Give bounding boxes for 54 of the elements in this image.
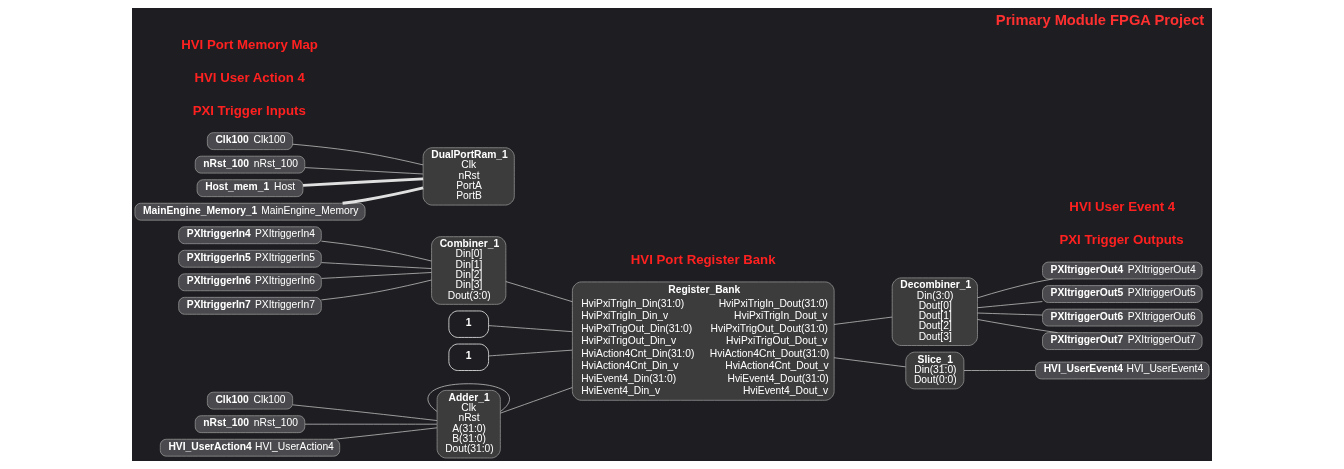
node-box: HVI_UserEvent4 HVI_UserEvent4 (1035, 361, 1210, 380)
label: HVI User Event 4 (1069, 199, 1176, 215)
node-box: PXItriggerOut5 PXItriggerOut5 (1042, 285, 1203, 303)
connector (292, 404, 438, 421)
node-box: Combiner_1 Din[0] Din[1] Din[2] Din[3] Dout(3:0) (431, 236, 507, 305)
connector (505, 281, 573, 303)
diagram-title: Primary Module FPGA Project (995, 11, 1205, 28)
node-box: MainEngine_Memory_1 MainEngine_Memory (134, 202, 366, 221)
connector (833, 357, 906, 368)
connector (302, 177, 424, 187)
connector (304, 423, 438, 425)
connector (977, 312, 1043, 316)
label: PXI Trigger Inputs (192, 102, 306, 118)
node-box: PXItriggerIn7 PXItriggerIn7 (178, 297, 322, 315)
connector (304, 167, 424, 175)
connector (833, 316, 893, 325)
connector (977, 301, 1043, 309)
node-box: Clk100 Clk100 (207, 391, 293, 410)
node-box: Clk100 Clk100 (207, 132, 293, 150)
node-box: Decombiner_1 Din(3:0) Dout[0] Dout[1] Dout[2] Dout[3] (891, 277, 978, 346)
connector (333, 427, 438, 440)
label: HVI Port Register Bank (630, 252, 776, 268)
node-box: PXItriggerIn4 PXItriggerIn4 (178, 226, 322, 245)
connector (321, 262, 432, 269)
node-box: HVI_UserAction4 HVI_UserAction4 (159, 438, 341, 457)
connector (321, 240, 432, 262)
node-box: PXItriggerOut4 PXItriggerOut4 (1042, 261, 1203, 280)
label: HVI Port Memory Map (181, 36, 318, 52)
node-box: Host_mem_1 Host (196, 179, 304, 197)
node-box: PXItriggerIn6 PXItriggerIn6 (178, 273, 322, 292)
node-box: PXItriggerOut7 PXItriggerOut7 (1042, 332, 1203, 350)
connector (488, 349, 573, 357)
node-box: Adder_1 Clk nRst A(31:0) B(31:0) Dout(31:0) (436, 390, 501, 459)
node-box: nRst_100 nRst_100 (194, 155, 306, 174)
node-box: Register_Bank HviPxiTrigIn_Din(31:0) HviPxiTrigIn_Dout(31:0) HviPxiTrigIn_Din_v HviPxiTrigIn_Dout_v HviPxiTrigOut_Din(31:0) HviPxiTrigOut_Dout(31:0) HviPxiTrigOut_Din_v HviPxiTrigOut_Dout_v HviAction4Cnt_Din(31:0) HviAction4Cnt_Dout(31:0) HviAction4Cnt_Din_v HviAction4Cnt_Dout_v HviEvent4_Din(31:0) HviEvent4_Dout(31:0) HviEvent4_Din_v HviEvent4_Dout_v (572, 281, 835, 401)
node-box: PXItriggerOut6 PXItriggerOut6 (1042, 308, 1203, 327)
node-box: 1 (448, 310, 489, 338)
node-box: Slice_1 Din(31:0) Dout(0:0) (905, 351, 965, 390)
connector (977, 278, 1053, 299)
node-box: 1 (448, 343, 489, 371)
node-box: DualPortRam_1 Clk nRst PortA PortB (422, 147, 515, 206)
connector (321, 272, 432, 279)
connector (427, 383, 510, 412)
connector (321, 279, 432, 301)
node-box: PXItriggerIn5 PXItriggerIn5 (178, 249, 322, 268)
connector (488, 325, 573, 332)
node-box: nRst_100 nRst_100 (194, 415, 306, 433)
connector (342, 186, 424, 205)
label: PXI Trigger Outputs (1059, 232, 1184, 248)
connector (963, 370, 1036, 371)
connector (500, 387, 573, 414)
connector (292, 143, 424, 166)
connector (977, 319, 1058, 333)
label: HVI User Action 4 (194, 69, 305, 85)
